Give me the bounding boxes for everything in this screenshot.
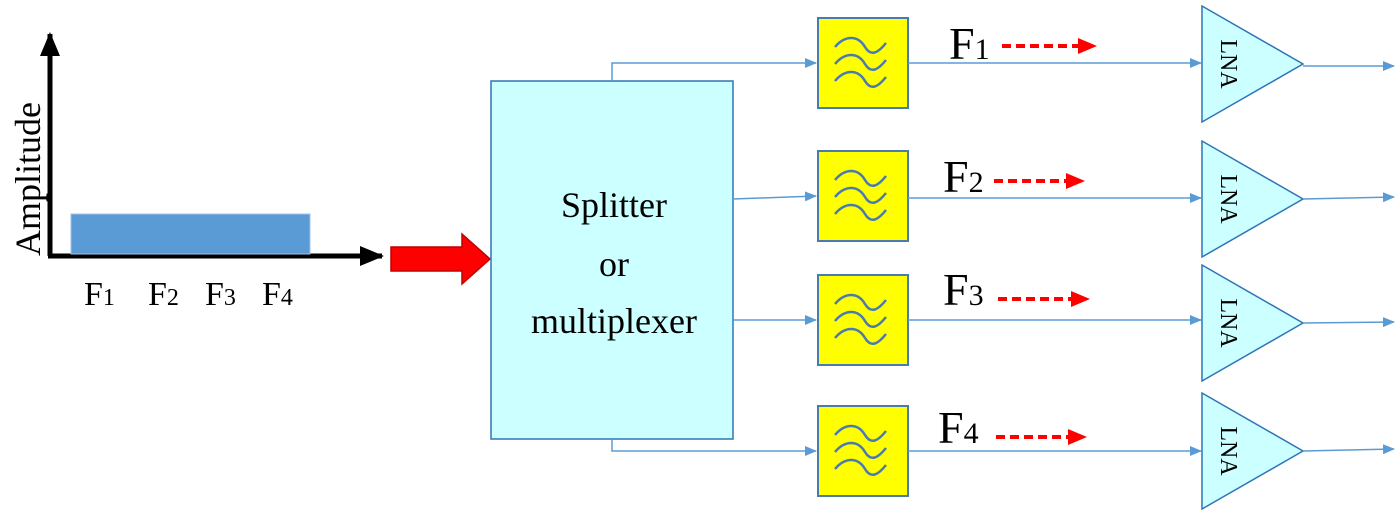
lna-label-ch2: LNA [1215,174,1241,224]
input-arrow [390,232,492,286]
freq-label-f3: F3 [205,276,236,313]
lna-label-ch3: LNA [1215,298,1241,348]
lna-ch1: LNA [1201,4,1305,124]
freq-label-f2: F2 [148,276,179,313]
lna-ch2: LNA [1201,139,1305,259]
lna-label-ch1: LNA [1215,39,1241,89]
filter-ch1-icon [834,36,887,89]
channel-label-ch3: F3 [943,264,1090,315]
filter-ch4 [817,405,909,497]
channel-label-ch2: F2 [943,151,1085,202]
splitter-label-line3: multiplexer [531,301,697,341]
connector-ch2 [732,191,817,202]
lna-ch4: LNA [1201,391,1305,511]
red-dashed-arrowhead-ch3 [1071,291,1090,307]
amplitude-label: Amplitude [8,102,48,256]
filter-ch2-icon [834,169,887,222]
output-line-ch4 [1302,444,1395,455]
red-dashed-arrowhead-ch2 [1066,173,1085,189]
filter-ch3-icon [834,293,887,346]
svg-text:F2: F2 [943,151,984,202]
spectrum-plot: Amplitude F1 F2 F3 F4 [8,32,384,313]
freq-label-f4: F4 [262,276,293,313]
filter-ch3 [817,274,909,366]
filter-to-lna-connectors [908,58,1202,456]
output-line-ch2 [1302,192,1395,203]
freq-label-f1: F1 [84,276,115,313]
connector-ch1 [611,58,817,81]
svg-text:F1: F1 [949,18,990,69]
lna-output-connectors [1302,61,1395,455]
red-dashed-arrowhead-ch4 [1068,429,1087,445]
lna-label-ch4: LNA [1215,426,1241,476]
lna-ch3: LNA [1201,263,1305,383]
splitter-label-line2: or [599,244,629,284]
splitter-block: Splitter or multiplexer [490,80,734,440]
splitter-to-filter-connectors [611,58,817,456]
svg-text:F3: F3 [943,264,984,315]
connector-ch4 [611,439,817,456]
filter-ch2 [817,150,909,242]
splitter-label-line1: Splitter [561,185,667,225]
filter-ch4-icon [834,424,887,477]
signal-band [70,213,311,255]
red-dashed-arrowhead-ch1 [1078,38,1097,54]
filter-ch1 [817,17,909,109]
svg-text:F4: F4 [938,402,979,453]
channel-label-ch1: F1 [949,18,1097,69]
channel-label-ch4: F4 [938,402,1087,453]
output-line-ch3 [1302,317,1395,328]
